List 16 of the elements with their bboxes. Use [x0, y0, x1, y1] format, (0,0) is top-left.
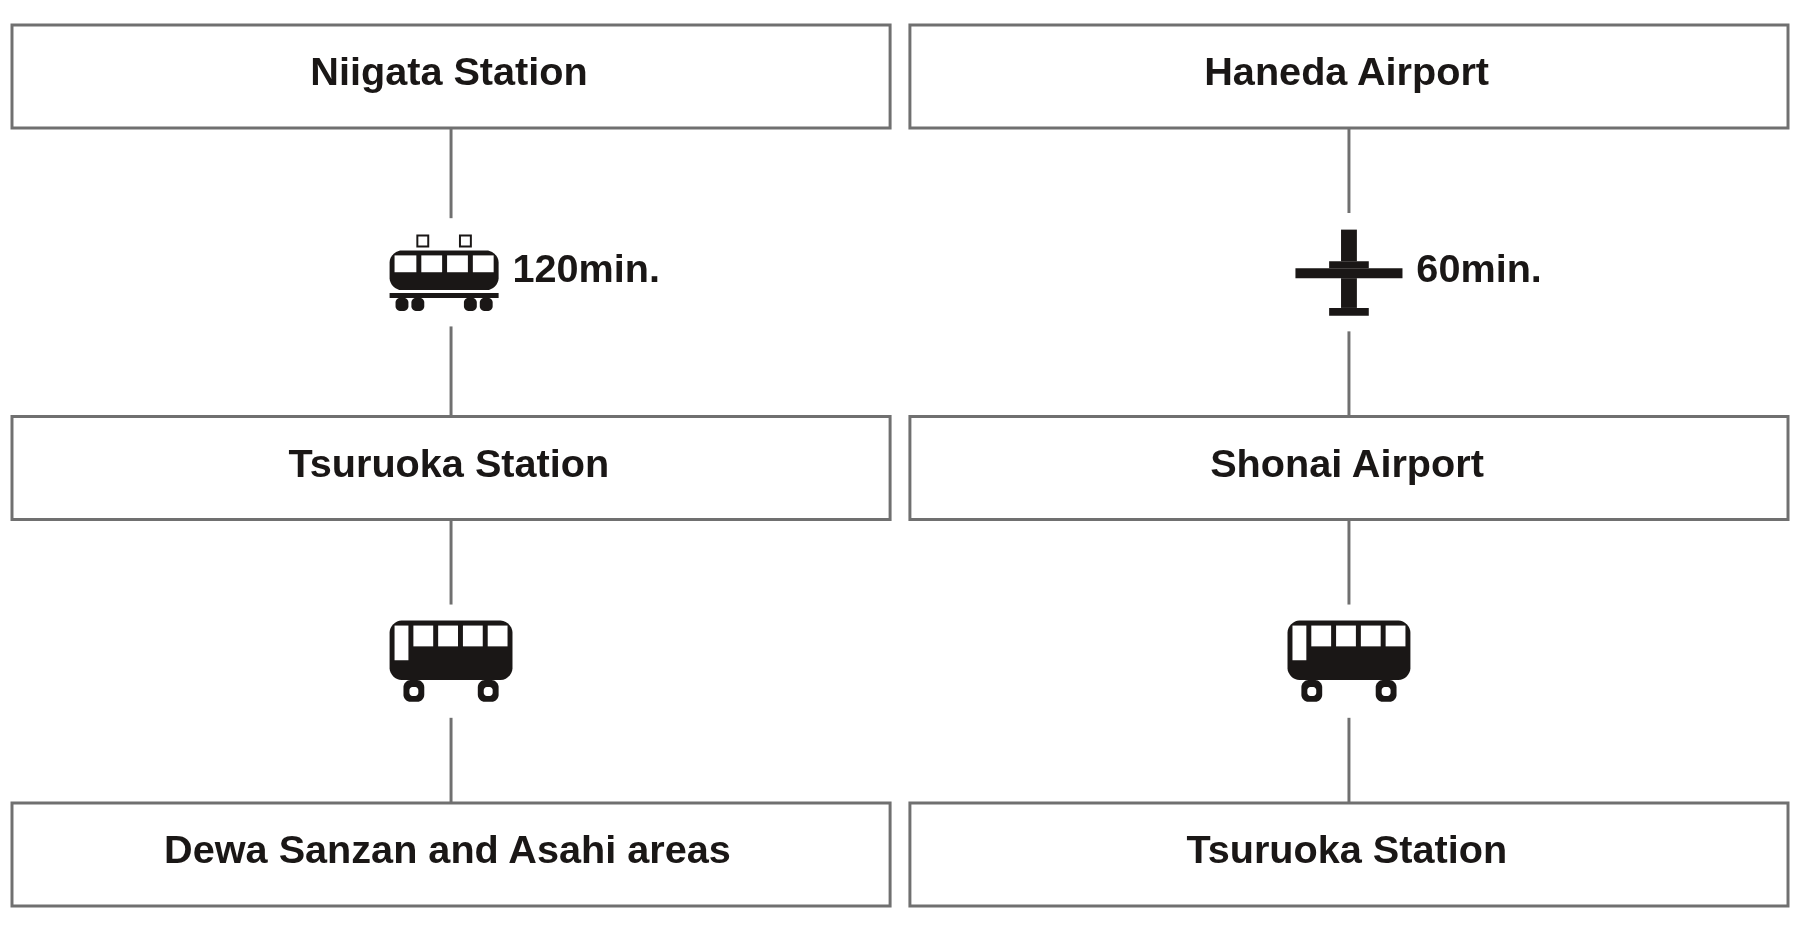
node-label: 120min. — [512, 245, 661, 290]
node-box: Dewa Sanzan and Asahi areas — [10, 800, 892, 908]
connector — [449, 325, 453, 416]
node-box: Tsuruoka Station — [908, 800, 1790, 908]
connector — [1347, 519, 1351, 605]
node-box: Niigata Station — [10, 22, 892, 130]
node-box: Shonai Airport — [908, 414, 1790, 521]
connector — [449, 717, 453, 803]
connector — [449, 519, 453, 605]
connector — [1347, 330, 1351, 416]
connector — [449, 127, 453, 218]
node-label: 60min. — [1416, 245, 1542, 290]
node-box: Tsuruoka Station — [10, 414, 892, 521]
connector — [1347, 717, 1351, 803]
node-box: Haneda Airport — [908, 22, 1790, 130]
connector — [1347, 127, 1351, 213]
